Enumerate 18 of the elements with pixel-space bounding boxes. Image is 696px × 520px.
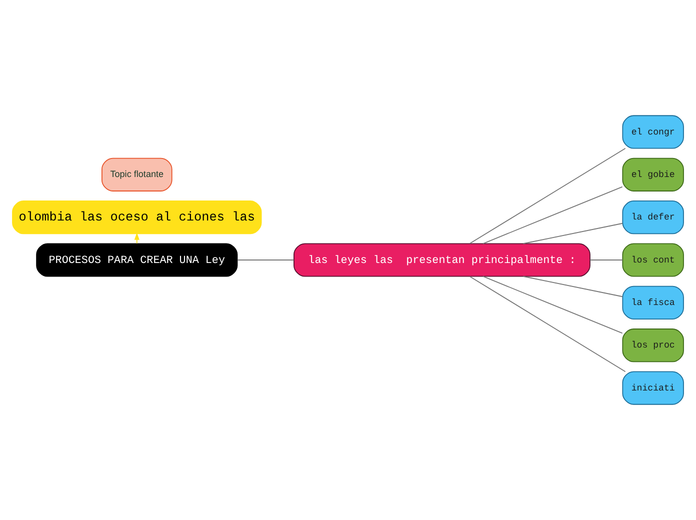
node-box: olombia las oceso al ciones las: [12, 200, 262, 234]
arrow: [134, 232, 140, 244]
connector: [522, 222, 623, 244]
connector: [482, 186, 623, 244]
node-box: los proc: [622, 328, 684, 362]
connector: [522, 276, 623, 298]
node-box: Topic flotante: [101, 158, 172, 192]
node-box: iniciati: [622, 371, 684, 405]
node-box: las leyes las presentan principalmente :: [294, 243, 590, 277]
node-box: PROCESOS PARA CREAR UNA Ley: [36, 243, 238, 277]
connector: [482, 276, 623, 334]
node-box: los cont: [622, 243, 684, 277]
node-box: el congr: [622, 115, 684, 149]
node-box: la defer: [622, 200, 684, 234]
node-box: la fisca: [622, 286, 684, 320]
node-box: el gobie: [622, 158, 684, 192]
connector: [469, 276, 626, 372]
connector: [469, 148, 626, 244]
